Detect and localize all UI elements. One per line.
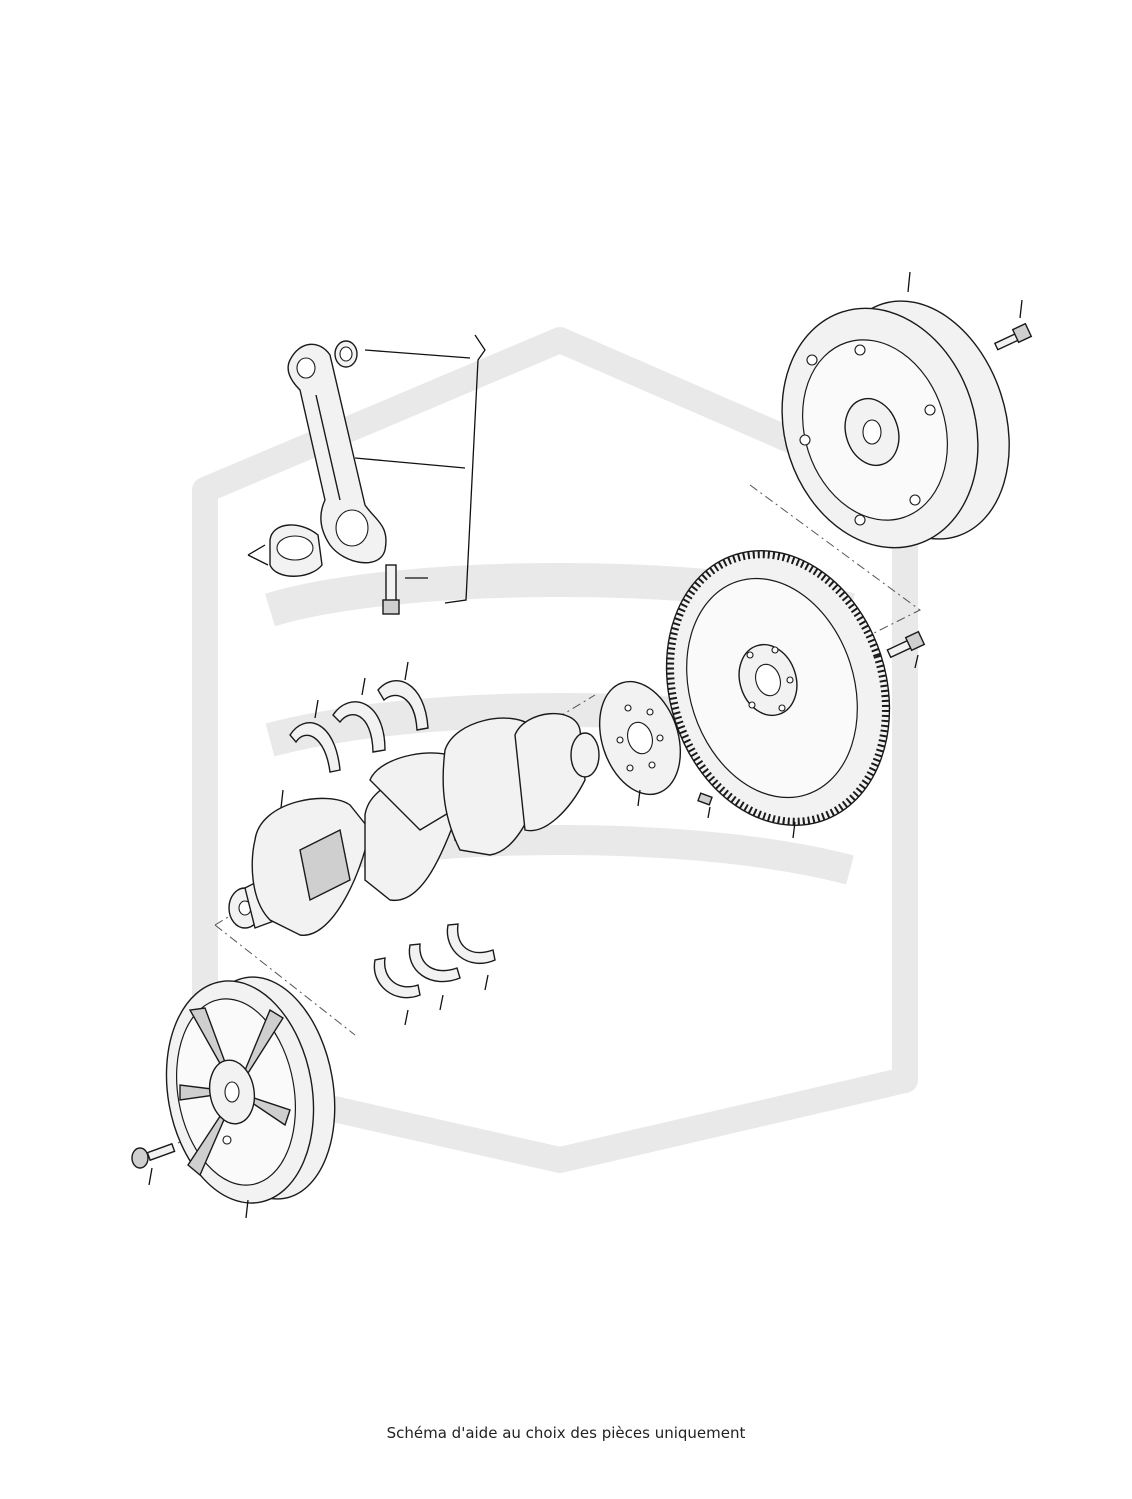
rod-bolt — [382, 564, 400, 615]
crankshaft-pulley — [165, 976, 336, 1219]
connecting-rod-leaders — [247, 334, 486, 604]
flywheel-bolt — [886, 630, 926, 669]
connecting-rod — [287, 343, 387, 564]
diagram-caption: Schéma d'aide au choix des pièces unique… — [386, 1424, 746, 1442]
dual-mass-flywheel — [781, 271, 1010, 549]
thrust-washers-lower — [373, 923, 496, 1026]
small-end-bushing — [334, 340, 358, 368]
flywheel-ring-gear — [665, 550, 891, 839]
big-end-bearing-shell — [269, 524, 323, 577]
crankshaft — [228, 712, 600, 936]
pulley-bolt — [131, 1142, 176, 1186]
thrust-washers-upper — [289, 661, 429, 773]
flexplate-spacer — [598, 680, 682, 807]
dual-mass-flywheel-bolt — [993, 299, 1033, 351]
dowel-pin — [697, 792, 713, 819]
